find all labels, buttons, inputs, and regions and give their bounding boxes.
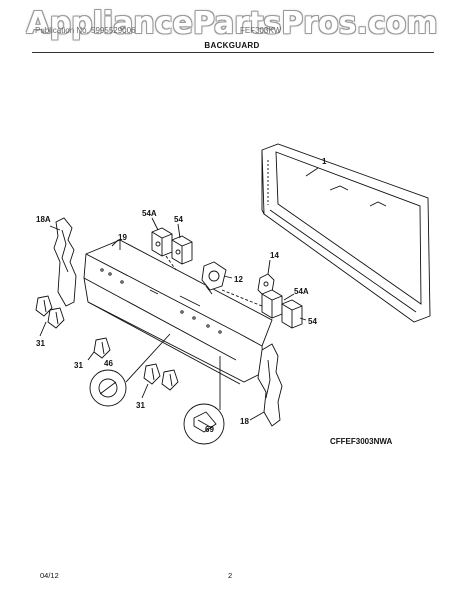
diagram-code: CFFEF3003NWA (330, 437, 393, 446)
leader-18a (49, 225, 61, 231)
leader-18 (249, 411, 265, 421)
leader-12 (223, 275, 233, 279)
leader-46-detail (125, 333, 171, 383)
footer-date: 04/12 (40, 571, 59, 580)
control-knob-left-2 (47, 307, 65, 329)
infinite-switch-right-a (261, 289, 283, 319)
control-knob-bottom-2 (161, 369, 179, 391)
callout-54a-right: 54A (294, 287, 309, 296)
leader-31-left (39, 321, 47, 337)
callout-12: 12 (234, 275, 243, 284)
header-divider (32, 52, 434, 53)
leader-19 (111, 239, 119, 247)
control-knob-bottom-1 (143, 363, 161, 385)
callout-31-left: 31 (36, 339, 45, 348)
clock-knob-detail (89, 369, 127, 407)
leader-31-mid (87, 351, 95, 361)
infinite-switch-right-b (281, 299, 303, 329)
callout-19: 19 (118, 233, 127, 242)
watermark: AppliancePartsPros.com (26, 6, 438, 41)
control-knob-left-1 (35, 295, 53, 317)
publication-number: Publication No. 5995529006 (35, 26, 136, 35)
callout-31-mid: 31 (74, 361, 83, 370)
leader-54-right (299, 317, 307, 321)
backguard-rear-panel (261, 143, 431, 323)
callout-46: 46 (104, 359, 113, 368)
screw-detail (183, 403, 225, 445)
leader-54a-top (151, 217, 159, 231)
callout-54-right: 54 (308, 317, 317, 326)
control-panel (83, 239, 273, 385)
callout-54a-top: 54A (142, 209, 157, 218)
infinite-switch-top-a (151, 227, 173, 257)
infinite-switch-top-b (171, 235, 193, 265)
left-end-cap (53, 217, 77, 307)
leader-54a-right (283, 293, 295, 301)
callout-31-bottom: 31 (136, 401, 145, 410)
right-end-cap (257, 343, 283, 427)
callout-18: 18 (240, 417, 249, 426)
callout-69: 69 (205, 425, 214, 434)
model-number: FEF303KW (240, 26, 282, 35)
section-title: BACKGUARD (204, 41, 260, 50)
control-knob-mid (93, 337, 111, 359)
callout-54-top: 54 (174, 215, 183, 224)
callout-1: 1 (322, 157, 327, 166)
callout-18a: 18A (36, 215, 51, 224)
footer-page-number: 2 (228, 571, 233, 580)
oven-control (201, 261, 227, 295)
leader-14 (267, 259, 271, 275)
leader-54-top (177, 223, 181, 239)
leader-1 (305, 167, 319, 177)
leader-31-bottom (141, 383, 149, 399)
callout-14: 14 (270, 251, 279, 260)
